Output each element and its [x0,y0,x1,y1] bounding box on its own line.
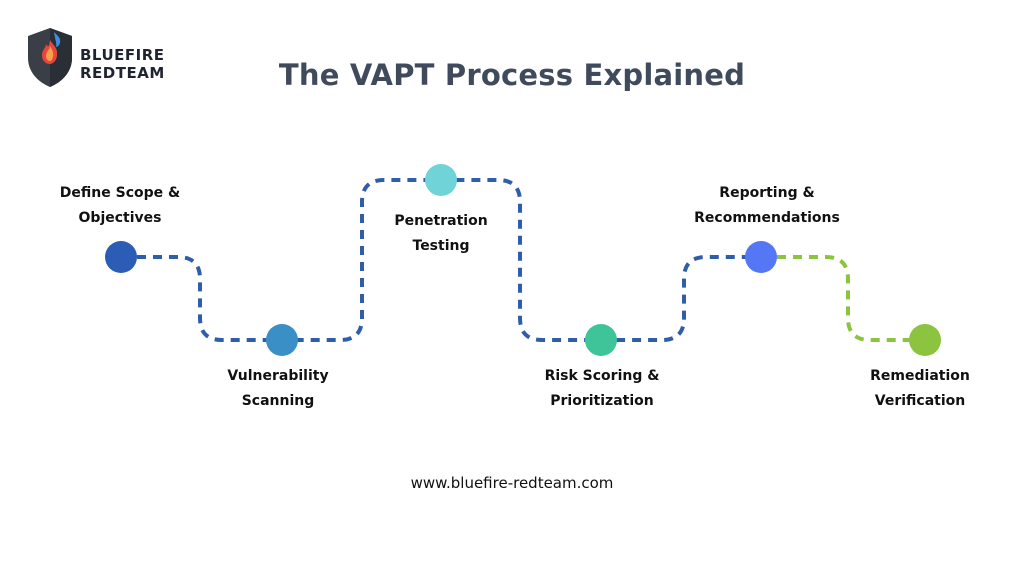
step-label-line-2: Prioritization [550,393,654,409]
step-label-penetration-testing: Penetration Testing [351,209,531,259]
step-label-line-2: Objectives [78,210,162,226]
step-label-line-1: Remediation [870,368,970,384]
step-label-reporting: Reporting & Recommendations [677,181,857,231]
step-label-line-2: Recommendations [694,210,840,226]
step-label-vulnerability-scanning: Vulnerability Scanning [188,364,368,414]
step-node-penetration-testing [425,164,457,196]
process-path-final [761,255,925,342]
process-path-main [121,178,761,342]
step-label-line-1: Penetration [394,213,488,229]
step-node-risk-scoring [585,324,617,356]
step-label-line-2: Verification [874,393,966,409]
page-title: The VAPT Process Explained [278,58,746,92]
step-label-define-scope: Define Scope & Objectives [30,181,210,231]
step-label-risk-scoring: Risk Scoring & Prioritization [512,364,692,414]
step-node-vulnerability-scanning [266,324,298,356]
step-label-line-1: Define Scope & [59,185,181,201]
brand-logo: BLUEFIRE REDTEAM [24,24,214,94]
step-node-reporting [745,241,777,273]
brand-line-2: REDTEAM [80,64,165,82]
step-label-line-1: Risk Scoring & [544,368,660,384]
step-label-line-2: Testing [412,238,470,254]
step-label-line-1: Vulnerability [227,368,329,384]
step-label-line-2: Scanning [241,393,315,409]
step-label-remediation: Remediation Verification [830,364,1010,414]
brand-line-1: BLUEFIRE [80,46,165,64]
step-label-line-1: Reporting & [719,185,815,201]
step-node-remediation [909,324,941,356]
shield-flame-icon [28,28,72,87]
brand-name: BLUEFIRE REDTEAM [80,46,165,82]
step-node-define-scope [105,241,137,273]
footer-url[interactable]: www.bluefire-redteam.com [410,474,614,492]
